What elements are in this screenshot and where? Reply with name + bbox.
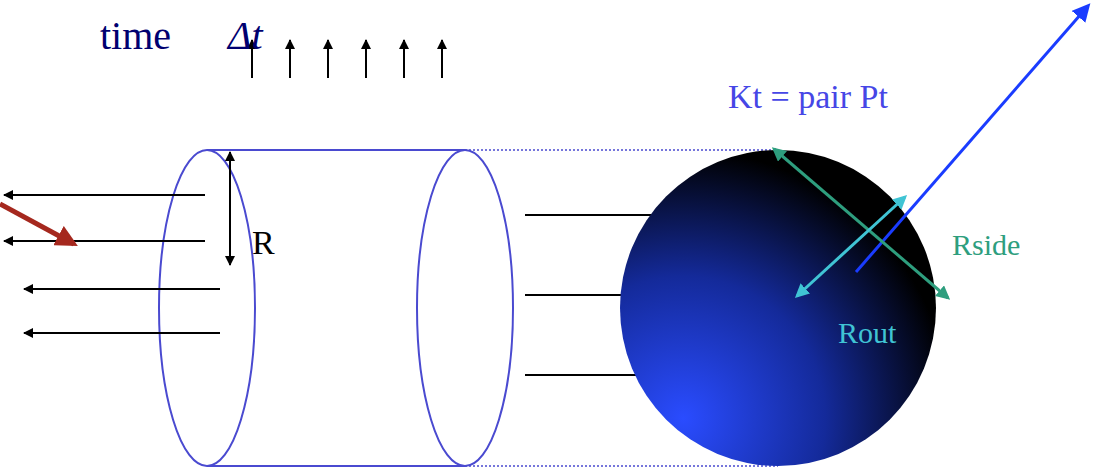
cylinder [159, 150, 513, 466]
time-label: time [100, 16, 171, 56]
kt-arrow [856, 6, 1088, 272]
rside-arrow [774, 149, 948, 298]
up-arrows [252, 40, 442, 78]
kt-label: Kt = pair Pt [728, 80, 888, 114]
rside-label: Rside [952, 230, 1020, 260]
interval-label: Δt [228, 16, 263, 56]
rout-arrow [797, 197, 905, 296]
incoming-arrow [0, 204, 74, 244]
radius-label: R [252, 226, 275, 260]
radius-arrow [229, 152, 231, 265]
rout-label: Rout [838, 318, 896, 348]
transverse-disc [620, 150, 936, 466]
left-arrows [4, 195, 220, 333]
